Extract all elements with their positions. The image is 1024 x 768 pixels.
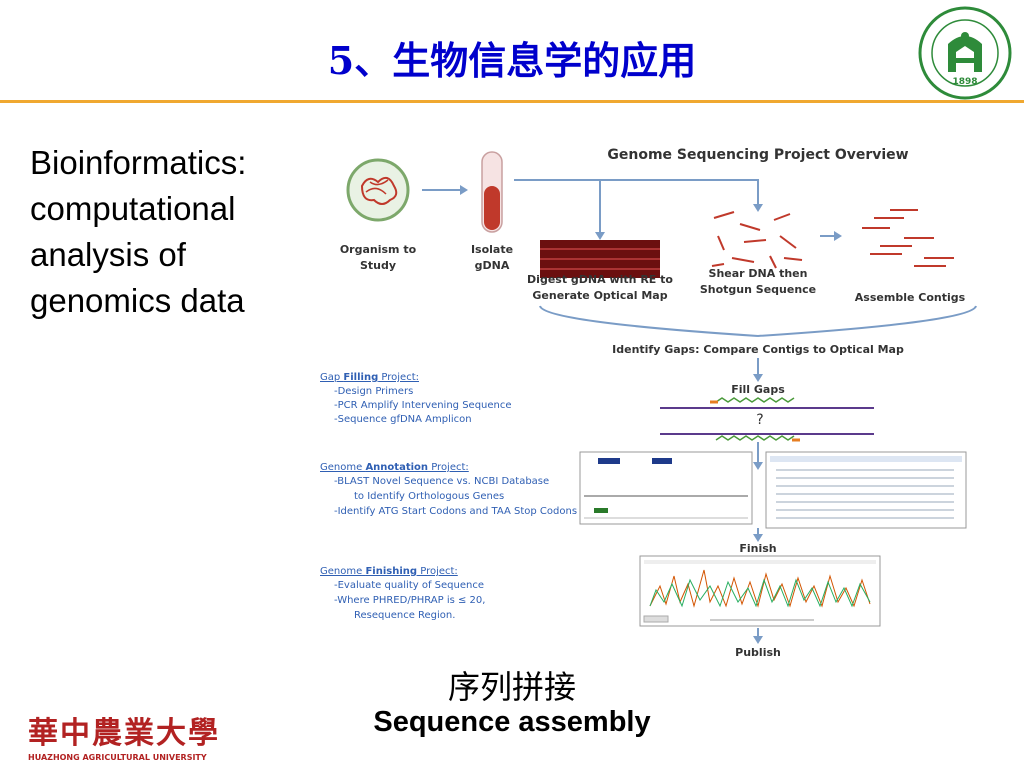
left-line: computational: [30, 190, 236, 227]
university-logo-text: 華中農業大學: [28, 716, 220, 751]
identify-gaps-label: Identify Gaps: Compare Contigs to Optica…: [612, 343, 904, 356]
fill-gaps-label: Fill Gaps: [731, 383, 785, 396]
finishing-item: Resequence Region.: [354, 610, 455, 621]
university-seal-icon: 1898: [918, 6, 1012, 100]
diagram-title: Genome Sequencing Project Overview: [607, 147, 908, 163]
left-line: genomics data: [30, 282, 245, 319]
finishing-heading: Genome Finishing Project:: [320, 566, 458, 577]
arrowhead: [753, 204, 763, 212]
gap-filling-item: -Design Primers: [334, 386, 413, 397]
left-description: Bioinformatics: computational analysis o…: [30, 140, 246, 324]
gap-filling-item: -Sequence gfDNA Amplicon: [334, 414, 472, 425]
finishing-item: -Evaluate quality of Sequence: [334, 580, 484, 591]
chromatogram-screenshot-image: [639, 555, 881, 627]
converge-line: [539, 305, 759, 337]
ncbi-results-screenshot-image: [765, 451, 967, 529]
optical-map-image: [540, 240, 660, 278]
dna-fragments-icon: [711, 211, 803, 269]
arrowhead: [753, 534, 763, 542]
annotation-item: to Identify Orthologous Genes: [354, 491, 504, 502]
converge-line: [757, 305, 977, 337]
arrowhead: [753, 462, 763, 470]
arrowhead: [595, 232, 605, 240]
contigs-icon: [862, 209, 954, 267]
seal-year: 1898: [952, 77, 977, 87]
arrowhead: [834, 231, 842, 241]
branch-line: [514, 179, 759, 204]
arrowhead: [753, 636, 763, 644]
annotation-item: -Identify ATG Start Codons and TAA Stop …: [334, 506, 577, 517]
caption-english: Sequence assembly: [373, 706, 651, 738]
gap-question-mark: ?: [756, 412, 763, 428]
arrowhead: [460, 185, 468, 195]
gap-filling-item: -PCR Amplify Intervening Sequence: [334, 400, 512, 411]
slide-title: 5、生物信息学的应用: [327, 38, 697, 83]
test-tube-icon: [481, 151, 503, 233]
publish-label: Publish: [735, 646, 781, 659]
finishing-item: -Where PHRED/PHRAP is ≤ 20,: [334, 595, 485, 606]
assemble-label: Assemble Contigs: [855, 291, 966, 304]
left-line: Bioinformatics:: [30, 144, 247, 181]
annotation-heading: Genome Annotation Project:: [320, 462, 469, 473]
organism-icon: [346, 158, 410, 222]
genome-sequencing-diagram: Genome Sequencing Project Overview Organ…: [320, 147, 977, 659]
finish-label: Finish: [739, 542, 776, 555]
annotation-item: -BLAST Novel Sequence vs. NCBI Database: [334, 476, 549, 487]
arrowhead: [753, 374, 763, 382]
gap-filling-image: [660, 397, 874, 442]
left-line: analysis of: [30, 236, 186, 273]
caption-chinese: 序列拼接: [447, 668, 576, 706]
blast-screenshot-image: [579, 451, 753, 525]
title-divider: [0, 100, 1024, 103]
gap-filling-heading: Gap Filling Project:: [320, 372, 419, 383]
university-logo-subtitle: HUAZHONG AGRICULTURAL UNIVERSITY: [28, 753, 207, 762]
